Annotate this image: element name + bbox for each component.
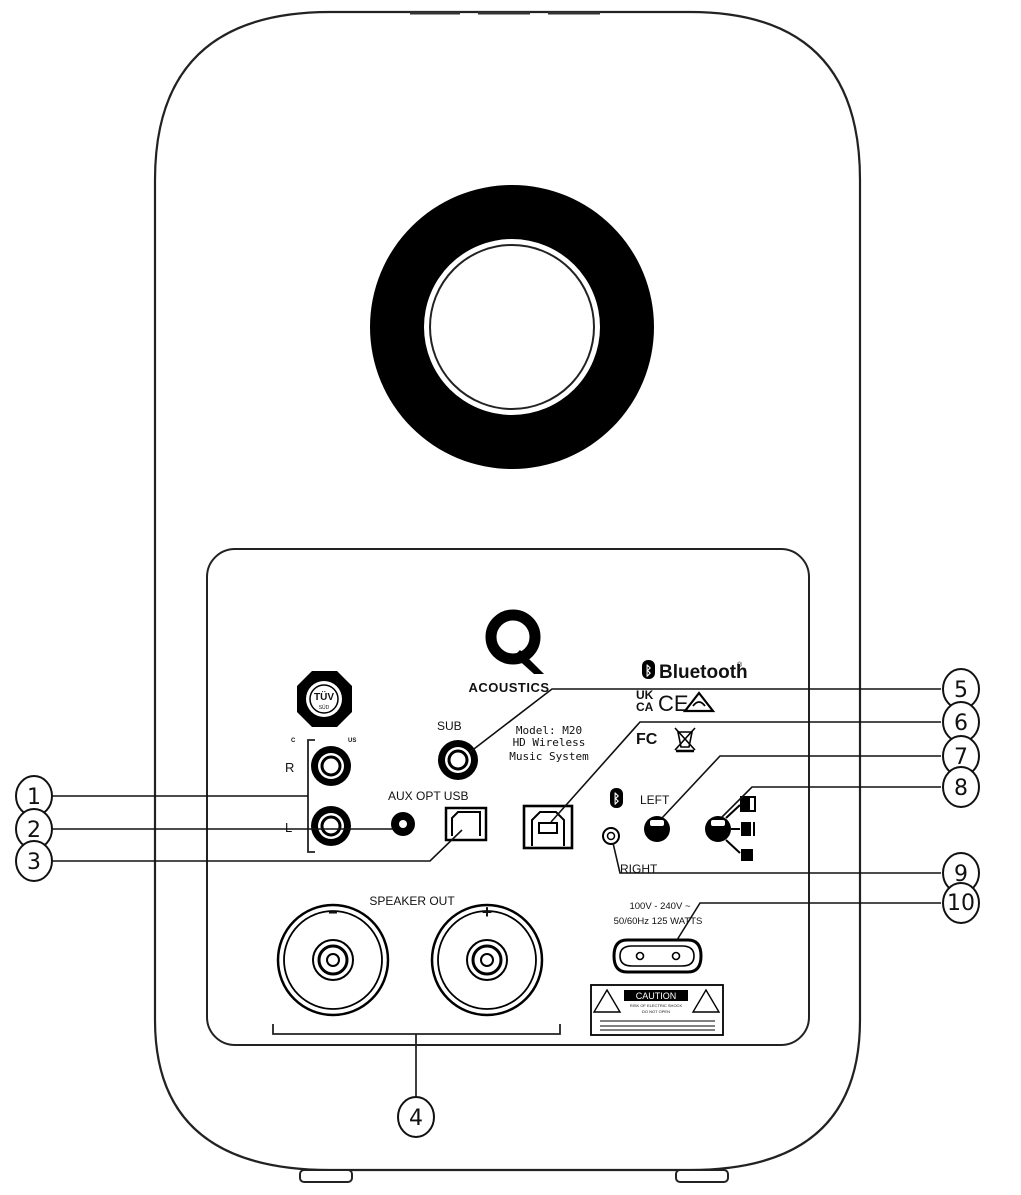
ukca-mark-top: UK (636, 688, 654, 702)
caution-label: CAUTION RISK OF ELECTRIC SHOCK DO NOT OP… (590, 984, 724, 1036)
caution-title: CAUTION (636, 991, 677, 1001)
tuv-us-text: US (348, 738, 356, 744)
bluetooth-pair-button[interactable] (602, 827, 620, 845)
weee-bin-icon (674, 727, 696, 753)
compliance-marks-row1: UK CA CE (636, 688, 716, 716)
aux-opt-usb-label: AUX OPT USB (388, 789, 468, 803)
optical-input-port[interactable] (444, 806, 488, 842)
callout-number-4: 4 (409, 1106, 423, 1131)
tuv-sub-text: SÜD (319, 704, 330, 711)
sub-rca-jack[interactable] (438, 740, 478, 780)
callout-number-6: 6 (954, 711, 968, 736)
power-inlet-socket[interactable] (612, 938, 703, 974)
foot-right (675, 1169, 729, 1183)
callout-number-3: 3 (27, 850, 41, 875)
callout-number-5: 5 (954, 678, 968, 703)
power-rating-line1: 100V - 240V ~ (629, 901, 690, 912)
sub-label: SUB (437, 719, 462, 733)
caution-line2: DO NOT OPEN (642, 1009, 670, 1014)
caution-line1: RISK OF ELECTRIC SHOCK (630, 1003, 683, 1008)
q-acoustics-logo (485, 609, 544, 674)
bluetooth-pair-icon: ᛒ (610, 788, 623, 808)
usb-input-port[interactable] (522, 804, 574, 850)
callout-number-9: 9 (954, 862, 968, 887)
ukca-mark-bottom: CA (636, 700, 654, 714)
model-line3: Music System (509, 750, 589, 763)
callout-marker-8 (942, 766, 980, 808)
callout-leader-lines (52, 688, 941, 1097)
speaker-terminal-positive[interactable] (430, 903, 544, 1017)
rca-input-right-jack[interactable] (311, 746, 351, 786)
callout-marker-10 (942, 882, 980, 924)
terminal-minus-sign: − (328, 905, 337, 922)
bluetooth-logo: ᛒ Bluetooth ® (642, 660, 748, 683)
bluetooth-tm: ® (737, 661, 743, 669)
callout-number-8: 8 (954, 776, 968, 801)
speaker-terminal-negative[interactable] (276, 903, 390, 1017)
foot-left (299, 1169, 353, 1183)
ce-mark: CE (658, 691, 689, 716)
tuv-certification-mark: TÜV SÜD C US (291, 671, 356, 744)
bluetooth-symbol: ᛒ (645, 664, 653, 679)
callout-markers (15, 668, 980, 1138)
left-label: LEFT (640, 793, 670, 807)
power-rating-line2: 50/60Hz 125 WATTS (614, 916, 703, 927)
callout-number-10: 10 (947, 891, 975, 916)
fcc-mark: FC (636, 731, 658, 748)
callout-marker-4 (397, 1096, 435, 1138)
tuv-text: TÜV (314, 690, 334, 703)
bass-port (370, 185, 654, 469)
terminal-plus-sign: + (482, 902, 493, 922)
model-line2: HD Wireless (513, 736, 586, 749)
speaker-out-label: SPEAKER OUT (369, 894, 455, 908)
speaker-out-bracket (272, 1024, 561, 1048)
callout-marker-3 (15, 840, 53, 882)
bluetooth-pair-symbol: ᛒ (613, 792, 621, 807)
rca-r-label: R (285, 760, 294, 775)
callout-number-2: 2 (27, 818, 41, 843)
model-line1: Model: M20 (516, 724, 582, 737)
right-label: RIGHT (620, 862, 658, 876)
rca-input-left-jack[interactable] (311, 806, 351, 846)
left-right-selector-switch[interactable] (644, 816, 670, 842)
bluetooth-wordmark: Bluetooth (659, 662, 748, 683)
brand-name: ACOUSTICS (468, 680, 549, 695)
compliance-marks-row2: FC (636, 727, 696, 753)
rca-l-label: L (285, 820, 292, 835)
callout-number-1: 1 (27, 785, 41, 810)
aux-input-jack[interactable] (391, 812, 415, 836)
rcm-mark-icon (682, 691, 716, 713)
tuv-c-text: C (291, 738, 296, 744)
callout-numbers: 1 2 3 4 5 6 7 8 9 10 (27, 678, 975, 1131)
eq-position-switch[interactable] (705, 804, 741, 854)
eq-position-icons (740, 796, 756, 861)
callout-number-7: 7 (954, 745, 968, 770)
